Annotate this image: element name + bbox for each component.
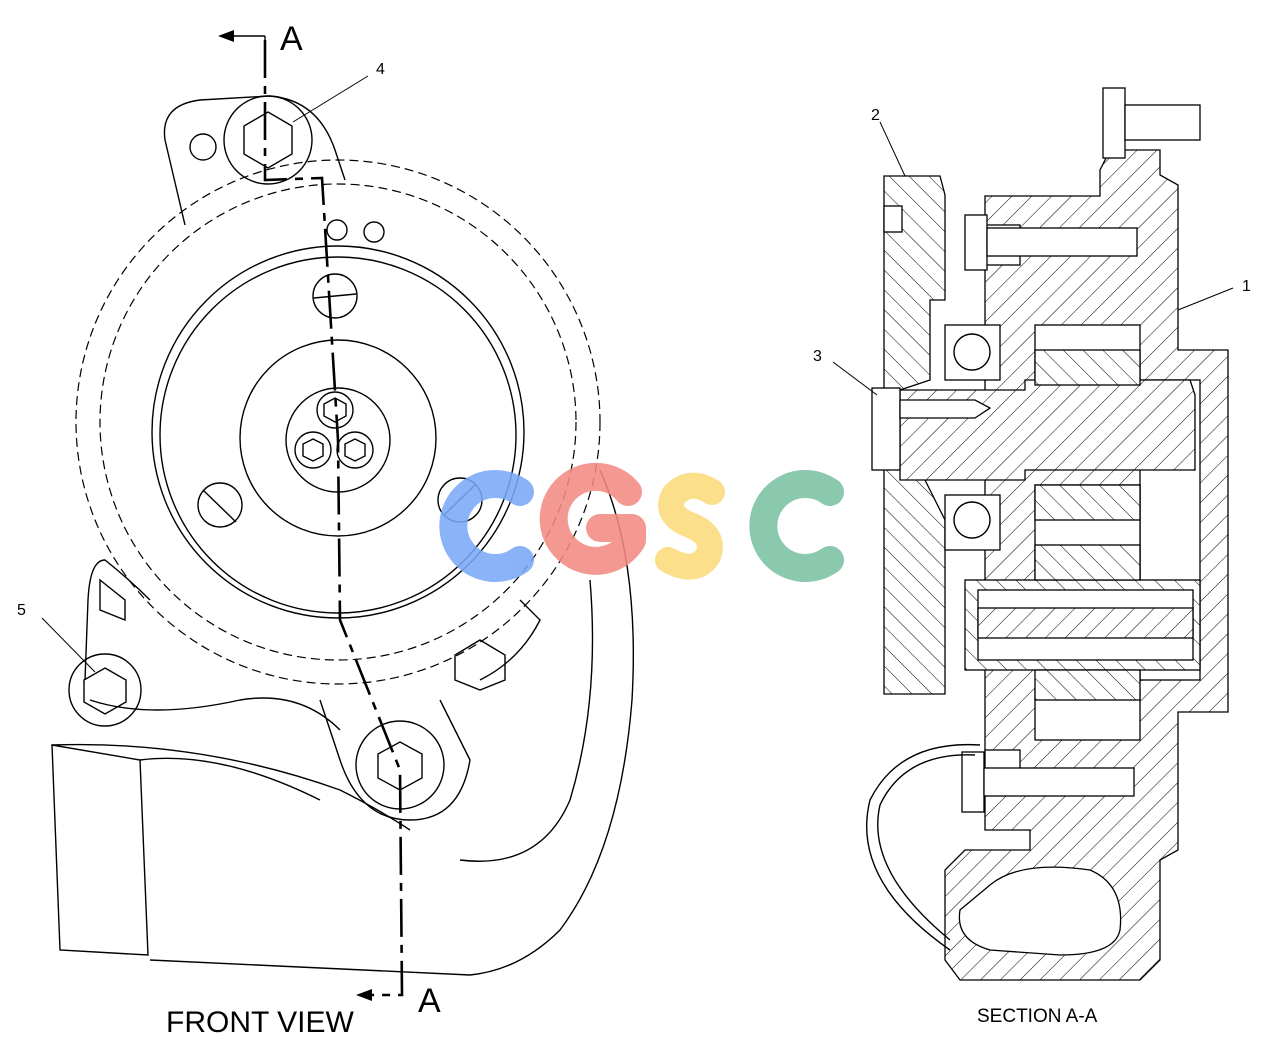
front-view-title: FRONT VIEW — [166, 1006, 354, 1039]
callout-3: 3 — [813, 348, 822, 365]
section-view — [832, 87, 1234, 981]
watermark-letter-s — [655, 472, 725, 580]
callout-1: 1 — [1242, 278, 1251, 295]
watermark-letter-c2 — [749, 470, 844, 582]
callout-5: 5 — [17, 602, 26, 619]
callout-2: 2 — [871, 107, 880, 124]
watermark-letter-c1 — [439, 470, 534, 582]
section-marker-bottom: A — [418, 982, 441, 1020]
callout-4: 4 — [376, 61, 385, 78]
cgsc-watermark-logo — [439, 462, 844, 582]
watermark-letter-g — [539, 462, 646, 575]
front-view — [41, 30, 635, 1001]
section-view-title: SECTION A-A — [977, 1006, 1098, 1027]
section-marker-top: A — [280, 20, 303, 58]
